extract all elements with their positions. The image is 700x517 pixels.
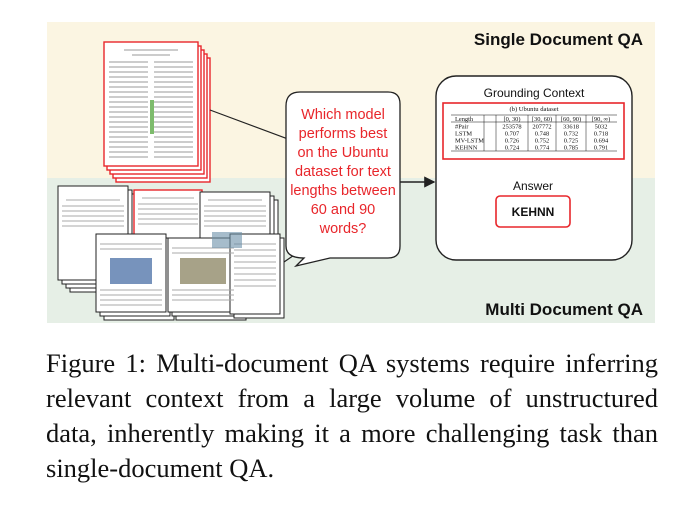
question-line: 60 and 90	[311, 202, 376, 218]
question-text: Which model performs best on the Ubuntu …	[290, 107, 396, 237]
multi-document-stacks	[57, 185, 285, 321]
question-line: on the Ubuntu	[297, 145, 388, 161]
single-doc-label: Single Document QA	[474, 30, 643, 49]
table-cell: 0.718	[594, 131, 608, 138]
table-cell: 0.774	[535, 145, 550, 152]
table-header-cell: [60, 90)	[561, 116, 581, 123]
table-cell: KEHNN	[455, 145, 478, 152]
table-cell: 253578	[502, 124, 521, 131]
table-cell: 207772	[532, 124, 551, 131]
table-cell: 0.694	[594, 138, 609, 145]
answer-box	[495, 195, 571, 228]
diagram: Single Document QA Multi Document QA	[47, 22, 655, 323]
table-cell: 0.791	[594, 145, 608, 152]
table-cell: #Pair	[455, 124, 469, 131]
table-cell: 0.785	[564, 145, 578, 152]
question-line: lengths between	[290, 183, 396, 199]
table-cell: 0.726	[505, 138, 519, 145]
table-caption: (b) Ubuntu dataset	[509, 106, 558, 113]
table-header-cell: Length	[455, 116, 474, 123]
question-bubble	[285, 91, 401, 268]
answer-title: Answer	[513, 179, 553, 193]
question-line: performs best	[299, 126, 388, 142]
table-cell: 0.752	[535, 138, 549, 145]
single-document-stack	[103, 41, 211, 183]
table-cell: 5032	[595, 124, 608, 131]
table-cell: MV-LSTM	[455, 138, 484, 145]
question-line: Which model	[301, 107, 385, 123]
table-header-cell: [30, 60)	[532, 116, 552, 123]
answer-value: KEHNN	[512, 205, 555, 219]
table-cell: LSTM	[455, 131, 472, 138]
table-cell: 0.707	[505, 131, 520, 138]
figure-caption: Figure 1: Multi-document QA systems requ…	[46, 348, 658, 483]
grounding-context-title: Grounding Context	[484, 86, 585, 100]
table-cell: 0.748	[535, 131, 549, 138]
grounding-table: Length [0, 30) [30, 60) [60, 90) [90, ∞)…	[451, 114, 617, 152]
table-cell: 0.724	[505, 145, 520, 152]
table-cell: 0.725	[564, 138, 578, 145]
table-header-cell: [0, 30)	[503, 116, 520, 123]
multi-doc-label: Multi Document QA	[485, 300, 643, 319]
table-cell: 33618	[563, 124, 579, 131]
table-cell: 0.732	[564, 131, 578, 138]
question-line: words?	[319, 221, 367, 237]
table-header-cell: [90, ∞)	[592, 116, 610, 123]
grounding-table-frame	[442, 102, 625, 160]
question-line: dataset for text	[295, 164, 391, 180]
